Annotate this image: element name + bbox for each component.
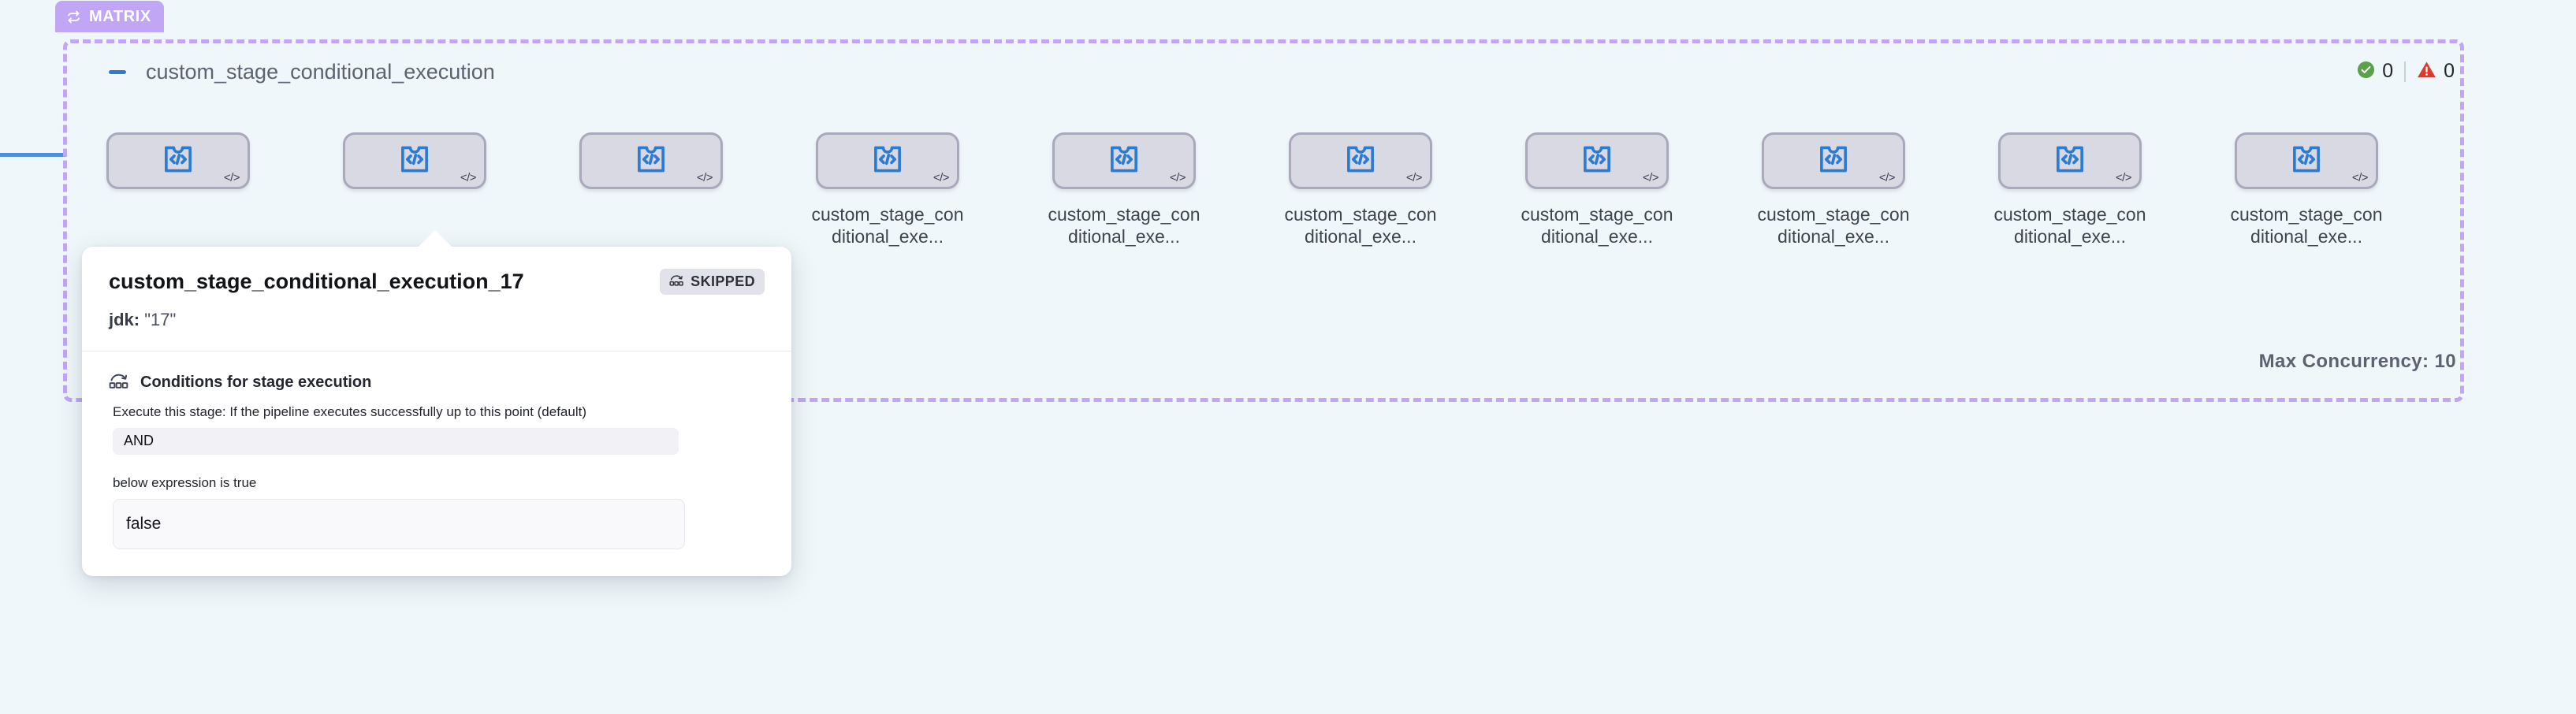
matrix-node[interactable]: </> custom_stage_conditional_exe...: [796, 132, 979, 247]
custom-stage-node-box[interactable]: </>: [106, 132, 250, 189]
custom-stage-code-icon: [1579, 141, 1615, 181]
matrix-node[interactable]: </> custom_stage_conditional_exe...: [1506, 132, 1688, 247]
status-badge-label: SKIPPED: [691, 273, 755, 289]
failure-counter[interactable]: 0: [2417, 60, 2455, 83]
code-icon: </>: [2351, 171, 2369, 184]
custom-stage-node-box[interactable]: </>: [1525, 132, 1669, 189]
matrix-group-title: custom_stage_conditional_execution: [146, 60, 495, 84]
matrix-node[interactable]: </> custom_stage_conditional_exe...: [1979, 132, 2161, 247]
custom-stage-node-box[interactable]: </>: [1289, 132, 1432, 189]
expression-label: below expression is true: [113, 474, 257, 490]
matrix-node-label: custom_stage_conditional_exe...: [1048, 204, 1201, 247]
code-icon: </>: [1642, 171, 1659, 184]
custom-stage-code-icon: [2052, 141, 2088, 181]
matrix-axis-value: jdk: "17": [109, 310, 765, 330]
status-badge: SKIPPED: [660, 269, 765, 295]
matrix-node-label: custom_stage_conditional_exe...: [1993, 204, 2146, 247]
code-icon: </>: [223, 171, 240, 184]
custom-stage-node-box[interactable]: </>: [2235, 132, 2378, 189]
warning-triangle-icon: [2417, 61, 2436, 83]
loop-icon: [65, 9, 82, 25]
matrix-node[interactable]: </> custom_stage_conditional_exe...: [2215, 132, 2398, 247]
popover-title: custom_stage_conditional_execution_17: [109, 270, 524, 293]
code-icon: </>: [1169, 171, 1186, 184]
matrix-node-label: custom_stage_conditional_exe...: [811, 204, 964, 247]
matrix-node-label: custom_stage_conditional_exe...: [2230, 204, 2383, 247]
matrix-node[interactable]: </> custom_stage_conditional_exe...: [1033, 132, 1215, 247]
matrix-axis-key: jdk:: [109, 309, 140, 329]
matrix-node[interactable]: </>custom_stage_conditional_exe...: [87, 132, 270, 247]
matrix-node[interactable]: </> custom_stage_conditional_exe...: [1269, 132, 1452, 247]
check-circle-icon: [2357, 61, 2375, 83]
custom-stage-code-icon: [1815, 141, 1852, 181]
matrix-node-label: custom_stage_conditional_exe...: [1284, 204, 1437, 247]
popover-header: custom_stage_conditional_execution_17 SK…: [82, 247, 791, 351]
custom-stage-code-icon: [1106, 141, 1142, 181]
matrix-group-container: [63, 39, 2464, 402]
custom-stage-code-icon: [1342, 141, 1379, 181]
minus-icon[interactable]: [106, 61, 128, 84]
incoming-edge-connector: [0, 153, 66, 157]
status-counters: 0 0: [2357, 60, 2455, 83]
success-count: 0: [2382, 60, 2394, 82]
custom-stage-node-box[interactable]: </>: [1052, 132, 1196, 189]
code-icon: </>: [696, 171, 713, 184]
code-icon: </>: [2115, 171, 2132, 184]
matrix-node[interactable]: </>custom_stage_conditional_exe...: [323, 132, 506, 247]
skip-conditions-icon: [109, 372, 129, 393]
matrix-node-label: custom_stage_conditional_exe...: [1521, 204, 1673, 247]
matrix-node[interactable]: </> custom_stage_conditional_exe...: [1742, 132, 1925, 247]
custom-stage-code-icon: [396, 141, 433, 181]
stage-detail-popover: custom_stage_conditional_execution_17 SK…: [82, 230, 791, 576]
matrix-group-header: custom_stage_conditional_execution: [106, 60, 495, 84]
custom-stage-node-box[interactable]: </>: [343, 132, 486, 189]
popover-arrow: [418, 230, 452, 247]
code-icon: </>: [932, 171, 950, 184]
code-icon: </>: [1878, 171, 1896, 184]
counter-divider: [2404, 61, 2407, 82]
popover-conditions-section: Conditions for stage execution Execute t…: [82, 351, 791, 576]
expression-input[interactable]: false: [113, 498, 685, 549]
custom-stage-node-box[interactable]: </>: [1998, 132, 2142, 189]
condition-operator-select[interactable]: AND: [113, 427, 679, 455]
custom-stage-node-box[interactable]: </>: [816, 132, 959, 189]
matrix-group-badge[interactable]: MATRIX: [55, 1, 164, 32]
skipped-icon: [669, 273, 684, 290]
matrix-axis-val: "17": [144, 309, 177, 329]
custom-stage-code-icon: [160, 141, 196, 181]
success-counter[interactable]: 0: [2357, 60, 2393, 83]
conditions-heading: Conditions for stage execution: [140, 373, 372, 391]
conditions-description: Execute this stage: If the pipeline exec…: [113, 403, 587, 419]
matrix-group-badge-label: MATRIX: [89, 7, 151, 25]
code-icon: </>: [460, 171, 477, 184]
custom-stage-node-box[interactable]: </>: [1762, 132, 1905, 189]
custom-stage-code-icon: [2288, 141, 2325, 181]
custom-stage-node-box[interactable]: </>: [579, 132, 723, 189]
custom-stage-code-icon: [869, 141, 906, 181]
matrix-node[interactable]: </>custom_stage_conditional_exe...: [560, 132, 743, 247]
code-icon: </>: [1405, 171, 1423, 184]
failure-count: 0: [2444, 60, 2455, 82]
custom-stage-code-icon: [633, 141, 669, 181]
matrix-node-label: custom_stage_conditional_exe...: [1757, 204, 1910, 247]
max-concurrency-label: Max Concurrency: 10: [2258, 351, 2456, 372]
